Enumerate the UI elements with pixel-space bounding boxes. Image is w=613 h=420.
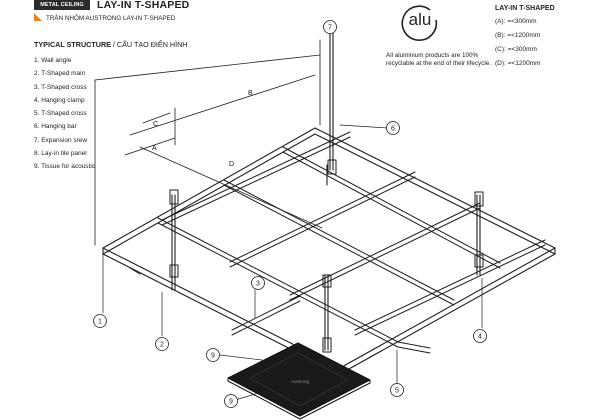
part-item: 2. T-Shaped main: [34, 70, 86, 78]
callout-label: 7: [328, 25, 332, 32]
panel-brand-text: Austrong: [291, 379, 310, 384]
recycle-note: All aluminium products are 100% recyclab…: [386, 52, 492, 67]
alu-circle-logo-icon: [401, 5, 438, 42]
callout-2: [155, 337, 169, 351]
callout-label: 2: [160, 342, 164, 349]
brand-logo-text: alu: [408, 10, 432, 29]
callout-1: [93, 314, 107, 328]
dimension-label-a: A: [152, 145, 157, 152]
callout-label: 9: [211, 353, 215, 360]
callout-label: 5: [395, 388, 399, 395]
part-item: 6. Hanging bar: [34, 123, 77, 131]
page-title: LAY-IN T-SHAPED: [97, 0, 190, 11]
structure-heading-en: TYPICAL STRUCTURE: [34, 40, 111, 49]
part-item: 7. Expansion srew: [34, 136, 88, 144]
part-item: 9. Tissue for acoustic: [34, 163, 96, 171]
t-shaped-cross-tees: [161, 131, 546, 336]
hanging-clamps: [169, 159, 484, 353]
hanging-bar-rods: [171, 29, 481, 351]
part-item: 4. Hanging clamp: [34, 96, 85, 104]
callout-4: [473, 329, 487, 343]
lay-in-tile-panel: Austrong: [227, 342, 371, 420]
structure-heading-vi: / CẤU TẠO ĐIỂN HÌNH: [110, 40, 188, 49]
callout-markers: [93, 20, 487, 408]
part-item: 8. Lay-in tile panel: [34, 150, 87, 158]
callout-label: 3: [256, 281, 260, 288]
legend-item-d: (D): =<1200mm: [495, 60, 541, 67]
callout-leaders: [102, 34, 483, 401]
category-tag: METAL CEILING: [34, 0, 90, 10]
legend-title: LAY-IN T-SHAPED: [495, 5, 555, 12]
dimension-label-b: B: [248, 90, 253, 97]
legend-item-b: (B): =<1200mm: [495, 32, 541, 39]
callout-3: [251, 276, 265, 290]
part-item: 1. Wall angle: [34, 57, 72, 64]
page-subtitle: TRẦN NHÔM AUSTRONG LAY-IN T-SHAPED: [46, 15, 176, 22]
callout-5: [390, 383, 404, 397]
orange-triangle-icon: [34, 13, 42, 21]
callout-7: [323, 20, 337, 34]
wall-angle-frame: [102, 127, 556, 375]
part-item: 5. T-Shaped cross: [34, 110, 87, 118]
t-shaped-main-tees: [129, 146, 501, 354]
structure-heading: TYPICAL STRUCTURE / CẤU TẠO ĐIỂN HÌNH: [34, 40, 187, 49]
callout-9a: [206, 348, 220, 362]
dimension-label-c: C: [153, 121, 158, 128]
callout-9b: [224, 394, 238, 408]
callout-label: 6: [391, 126, 395, 133]
legend-item-c: (C): =<300mm: [495, 46, 537, 53]
dimension-lines: [94, 39, 323, 246]
callout-label: 9: [229, 399, 233, 406]
part-item: 3. T-Shaped cross: [34, 83, 87, 91]
legend-item-a: (A): =<300mm: [495, 18, 537, 25]
callout-label: 4: [478, 334, 482, 341]
parts-list: 1. Wall angle 2. T-Shaped main 3. T-Shap…: [34, 57, 95, 177]
dimension-label-d: D: [229, 161, 234, 168]
callout-6: [386, 121, 400, 135]
callout-label: 1: [98, 319, 102, 326]
